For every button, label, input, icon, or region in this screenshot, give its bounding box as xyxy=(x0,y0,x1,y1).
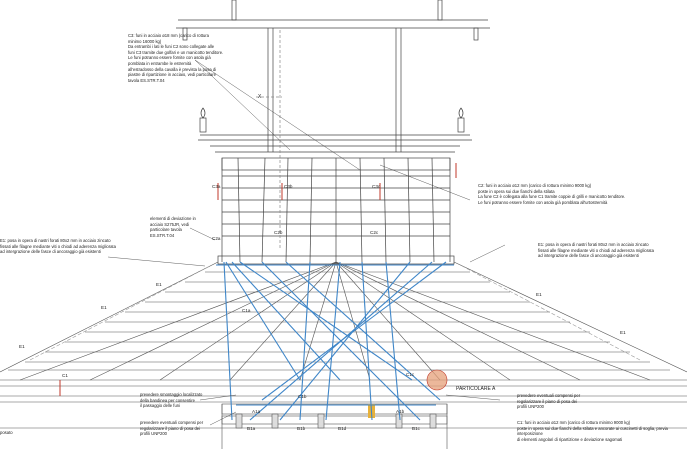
label-particolare-a: PARTICOLARE A xyxy=(456,386,496,392)
note-bottom-left: posato xyxy=(0,430,13,435)
label-c1c: C1c xyxy=(406,372,415,377)
label-a1b: A1b xyxy=(396,409,405,414)
label-b1c: B1c xyxy=(412,426,420,431)
label-b1d: B1d xyxy=(338,426,347,431)
label-c3a: C3a xyxy=(212,184,221,189)
note-e1-right: E1: posa in opera di nastri forati 80x2 … xyxy=(538,242,654,259)
roof-structure xyxy=(0,261,687,387)
label-b1a: B1a xyxy=(247,426,256,431)
label-c2c: C2c xyxy=(370,230,379,235)
superstructure xyxy=(176,0,490,265)
note-c2: C2: funi in acciaio ø12 mm (carico di ro… xyxy=(478,183,626,205)
label-c1a: C1a xyxy=(242,308,251,313)
label-c1b: C1b xyxy=(298,394,307,399)
label-b1b: B1b xyxy=(297,426,306,431)
label-c2b: C2b xyxy=(274,230,283,235)
label-e1-4: E1 xyxy=(536,292,542,297)
label-e1-2: E1 xyxy=(101,305,107,310)
foundation xyxy=(0,395,687,449)
note-smontaggio: prevedere smontaggio localizzato della b… xyxy=(140,392,203,409)
label-a1a: A1a xyxy=(252,409,261,414)
label-e1-3: E1 xyxy=(19,344,25,349)
note-deviazione: elementi di deviazione in acciaio S275JR… xyxy=(150,216,196,238)
label-c3b: C3b xyxy=(284,184,293,189)
leader-lines xyxy=(107,59,506,426)
cables xyxy=(216,261,454,421)
detail-a-highlight xyxy=(426,369,448,391)
label-e1-1: E1 xyxy=(156,282,162,287)
label-c3c: C3c xyxy=(372,184,381,189)
label-c1: C1 xyxy=(62,373,68,378)
note-c3: C3: funi in acciaio ø18 mm (carico di ro… xyxy=(128,33,224,83)
label-e1-5: E1 xyxy=(620,330,626,335)
note-compensi-right: prevedere eventuali compensi per regolar… xyxy=(517,393,581,410)
tensioners xyxy=(59,163,457,396)
note-compensi-left: prevedere eventuali compensi per regolar… xyxy=(140,420,204,437)
label-section-x: X xyxy=(258,94,262,100)
note-c1: C1: funi in acciaio ø12 mm (carico di ro… xyxy=(517,420,668,442)
note-e1-left: E1: posa in opera di nastri forati 80x2 … xyxy=(0,238,116,255)
label-c2a: C2a xyxy=(212,236,221,241)
